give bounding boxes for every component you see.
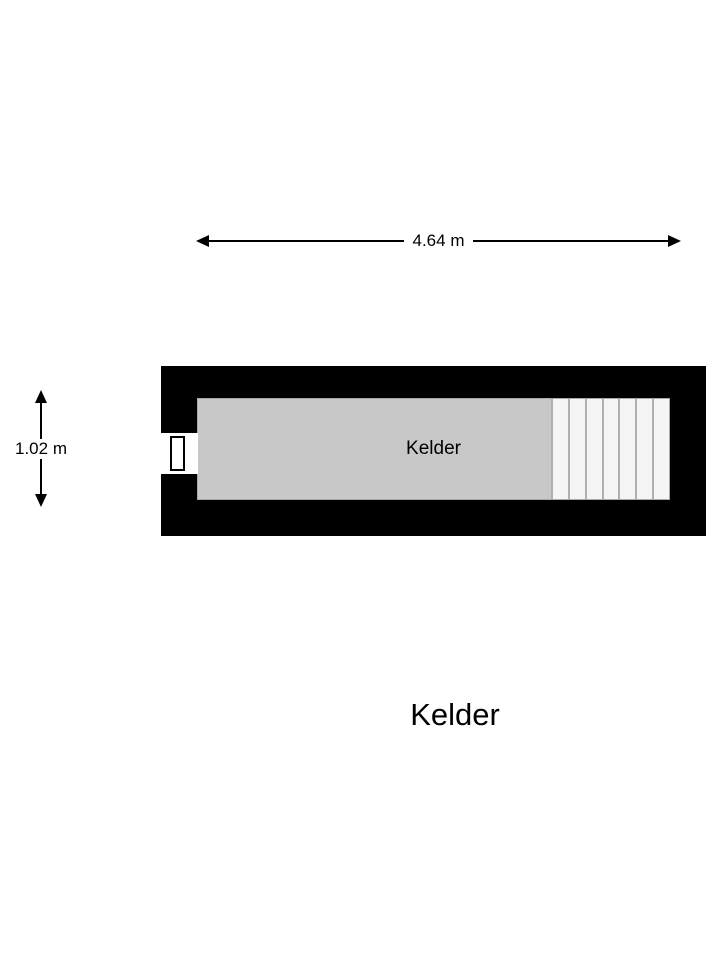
floorplan: Kelder xyxy=(161,366,706,536)
room-kelder: Kelder xyxy=(197,398,670,500)
arrowhead-left-icon xyxy=(196,235,209,247)
stair-step xyxy=(635,399,653,499)
page-title: Kelder xyxy=(410,697,500,732)
stair-step xyxy=(553,399,568,499)
door-opening xyxy=(161,433,198,474)
height-dimension: 1.02 m xyxy=(6,390,76,507)
arrowhead-right-icon xyxy=(668,235,681,247)
stairs xyxy=(551,399,670,499)
width-dimension: 4.64 m xyxy=(196,231,681,251)
stair-step xyxy=(601,399,619,499)
height-dimension-label: 1.02 m xyxy=(6,438,76,459)
arrowhead-down-icon xyxy=(35,494,47,507)
arrowhead-up-icon xyxy=(35,390,47,403)
room-label: Kelder xyxy=(406,438,461,459)
window-icon xyxy=(170,436,185,471)
stair-step xyxy=(618,399,636,499)
stair-step xyxy=(652,399,670,499)
stair-step xyxy=(567,399,585,499)
stair-step xyxy=(584,399,602,499)
width-dimension-label: 4.64 m xyxy=(403,231,474,251)
